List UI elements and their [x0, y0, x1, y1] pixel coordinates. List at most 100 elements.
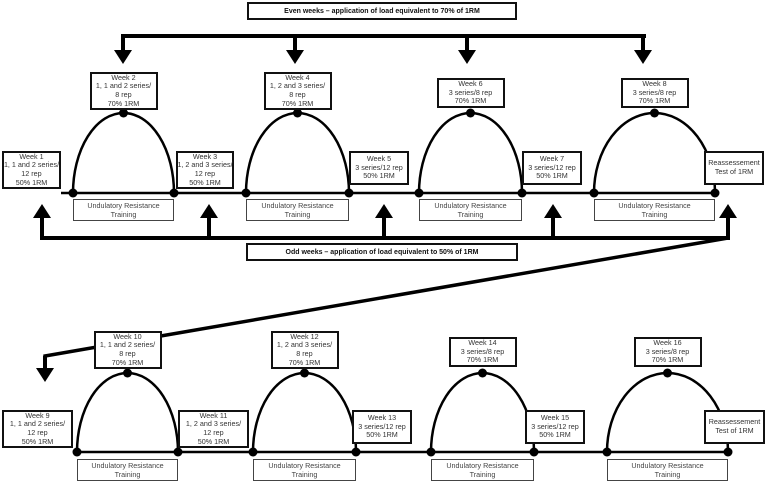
week-box-week-12-line: 70% 1RM — [288, 357, 321, 367]
peak-node — [123, 368, 132, 378]
week-box-week-8-line: 70% 1RM — [638, 96, 671, 106]
load-arc — [75, 371, 180, 453]
week-box-week-5-line: 3 series/12 rep — [355, 162, 403, 172]
week-box-week-14-line: 70% 1RM — [466, 355, 499, 365]
week-box-week-12-line: 8 rep — [296, 349, 313, 358]
training-box-line: Training — [654, 470, 681, 479]
training-box-line: Undulatory Resistance — [434, 201, 507, 210]
week-box-week-15-line: 50% 1RM — [539, 430, 571, 440]
week-box-week-2-line: 1, 1 and 2 series/ — [95, 81, 152, 91]
week-box-week-3-line: 1, 2 and 3 series/ — [177, 160, 233, 170]
odd-weeks-banner: Odd weeks – application of load equivale… — [246, 243, 518, 261]
week-box-week-9-line: 50% 1RM — [21, 436, 54, 446]
training-box-line: Training — [114, 470, 141, 479]
training-box-line: Training — [110, 210, 137, 219]
week-box-week-3-line: 50% 1RM — [189, 177, 221, 187]
week-box-week-1-line: Week 1 — [19, 151, 44, 161]
training-box-line: Undulatory Resistance — [91, 461, 164, 470]
week-box-week-5-line: Week 5 — [366, 154, 392, 164]
week-node — [602, 447, 612, 457]
week-box-week-7-line: 50% 1RM — [536, 171, 568, 181]
week-box-week-11-line: 1, 2 and 3 series/ — [185, 419, 242, 429]
odd-arrow-head-icon — [200, 204, 218, 218]
week-box-week-9-line: 12 rep — [27, 428, 48, 437]
week-box-week-4-line: 8 rep — [289, 90, 306, 99]
week-box-week-3-line: 12 rep — [194, 169, 216, 178]
training-box-line: Undulatory Resistance — [631, 461, 704, 470]
week-box-week-16-line: 70% 1RM — [651, 355, 684, 365]
week-box-week-8-line: 3 series/8 rep — [632, 87, 677, 97]
week-box-week-6-line: 3 series/8 rep — [448, 87, 493, 97]
peak-node — [466, 108, 475, 118]
week-box-week-1-line: 50% 1RM — [15, 177, 48, 187]
week-box-week-11-line: Week 11 — [199, 410, 228, 420]
load-arc — [244, 111, 351, 194]
peak-node — [293, 108, 302, 118]
week-box-week-12-line: Week 12 — [290, 331, 319, 341]
week-node — [723, 447, 733, 457]
week-box-week-7-line: Week 7 — [539, 154, 565, 164]
week-box-week-9-line: Week 9 — [25, 410, 50, 420]
week-box-week-5-line: 50% 1RM — [363, 171, 395, 181]
week-box-week-1-line: 12 rep — [21, 169, 42, 178]
week-box-week-2-line: 70% 1RM — [107, 98, 140, 108]
week-box-week-10-line: 70% 1RM — [111, 357, 144, 367]
week-box-week-11-line: 50% 1RM — [197, 436, 230, 446]
week-box-week-11-line: 12 rep — [203, 428, 224, 437]
reassessment-box-line: Reassessement — [708, 417, 761, 427]
week-box-week-12-line: 1, 2 and 3 series/ — [276, 340, 333, 350]
week-box-week-8-line: Week 8 — [642, 79, 667, 89]
week-box-week-13-line: 50% 1RM — [366, 430, 398, 440]
week-box-week-2-line: 8 rep — [115, 90, 132, 99]
week-box-week-6-line: Week 6 — [458, 79, 483, 89]
week-box-week-13-line: Week 13 — [367, 413, 397, 423]
training-box-line: Training — [469, 470, 496, 479]
training-box-line: Undulatory Resistance — [268, 461, 341, 470]
even-arrow-head-icon — [286, 50, 304, 64]
odd-arrow-head-icon — [719, 204, 737, 218]
week-node — [426, 447, 436, 457]
week-box-week-10-line: Week 10 — [113, 331, 142, 341]
week-box-week-15-line: Week 15 — [540, 413, 570, 423]
odd-arrow-head-icon — [375, 204, 393, 218]
load-arc — [592, 111, 717, 194]
week-box-week-3-line: Week 3 — [192, 151, 218, 161]
week-box-week-7-line: 3 series/12 rep — [528, 162, 576, 172]
week-node — [248, 447, 258, 457]
week-node — [344, 188, 354, 198]
load-arc — [417, 111, 524, 194]
week-node — [169, 188, 179, 198]
peak-node — [663, 368, 672, 378]
even-arrow-head-icon — [114, 50, 132, 64]
training-box-line: Training — [291, 470, 318, 479]
week-node — [72, 447, 82, 457]
week-box-week-4-line: 70% 1RM — [281, 98, 314, 108]
week-node — [517, 188, 527, 198]
week-node — [68, 188, 78, 198]
training-box-line: Undulatory Resistance — [87, 201, 160, 210]
training-box-line: Undulatory Resistance — [261, 201, 334, 210]
peak-node — [300, 368, 309, 378]
even-weeks-text: Even weeks – application of load equival… — [284, 7, 480, 15]
week-box-week-2-line: Week 2 — [111, 72, 136, 82]
peak-node — [119, 108, 128, 118]
even-arrow-head-icon — [458, 50, 476, 64]
odd-weeks-text: Odd weeks – application of load equivale… — [285, 248, 479, 256]
